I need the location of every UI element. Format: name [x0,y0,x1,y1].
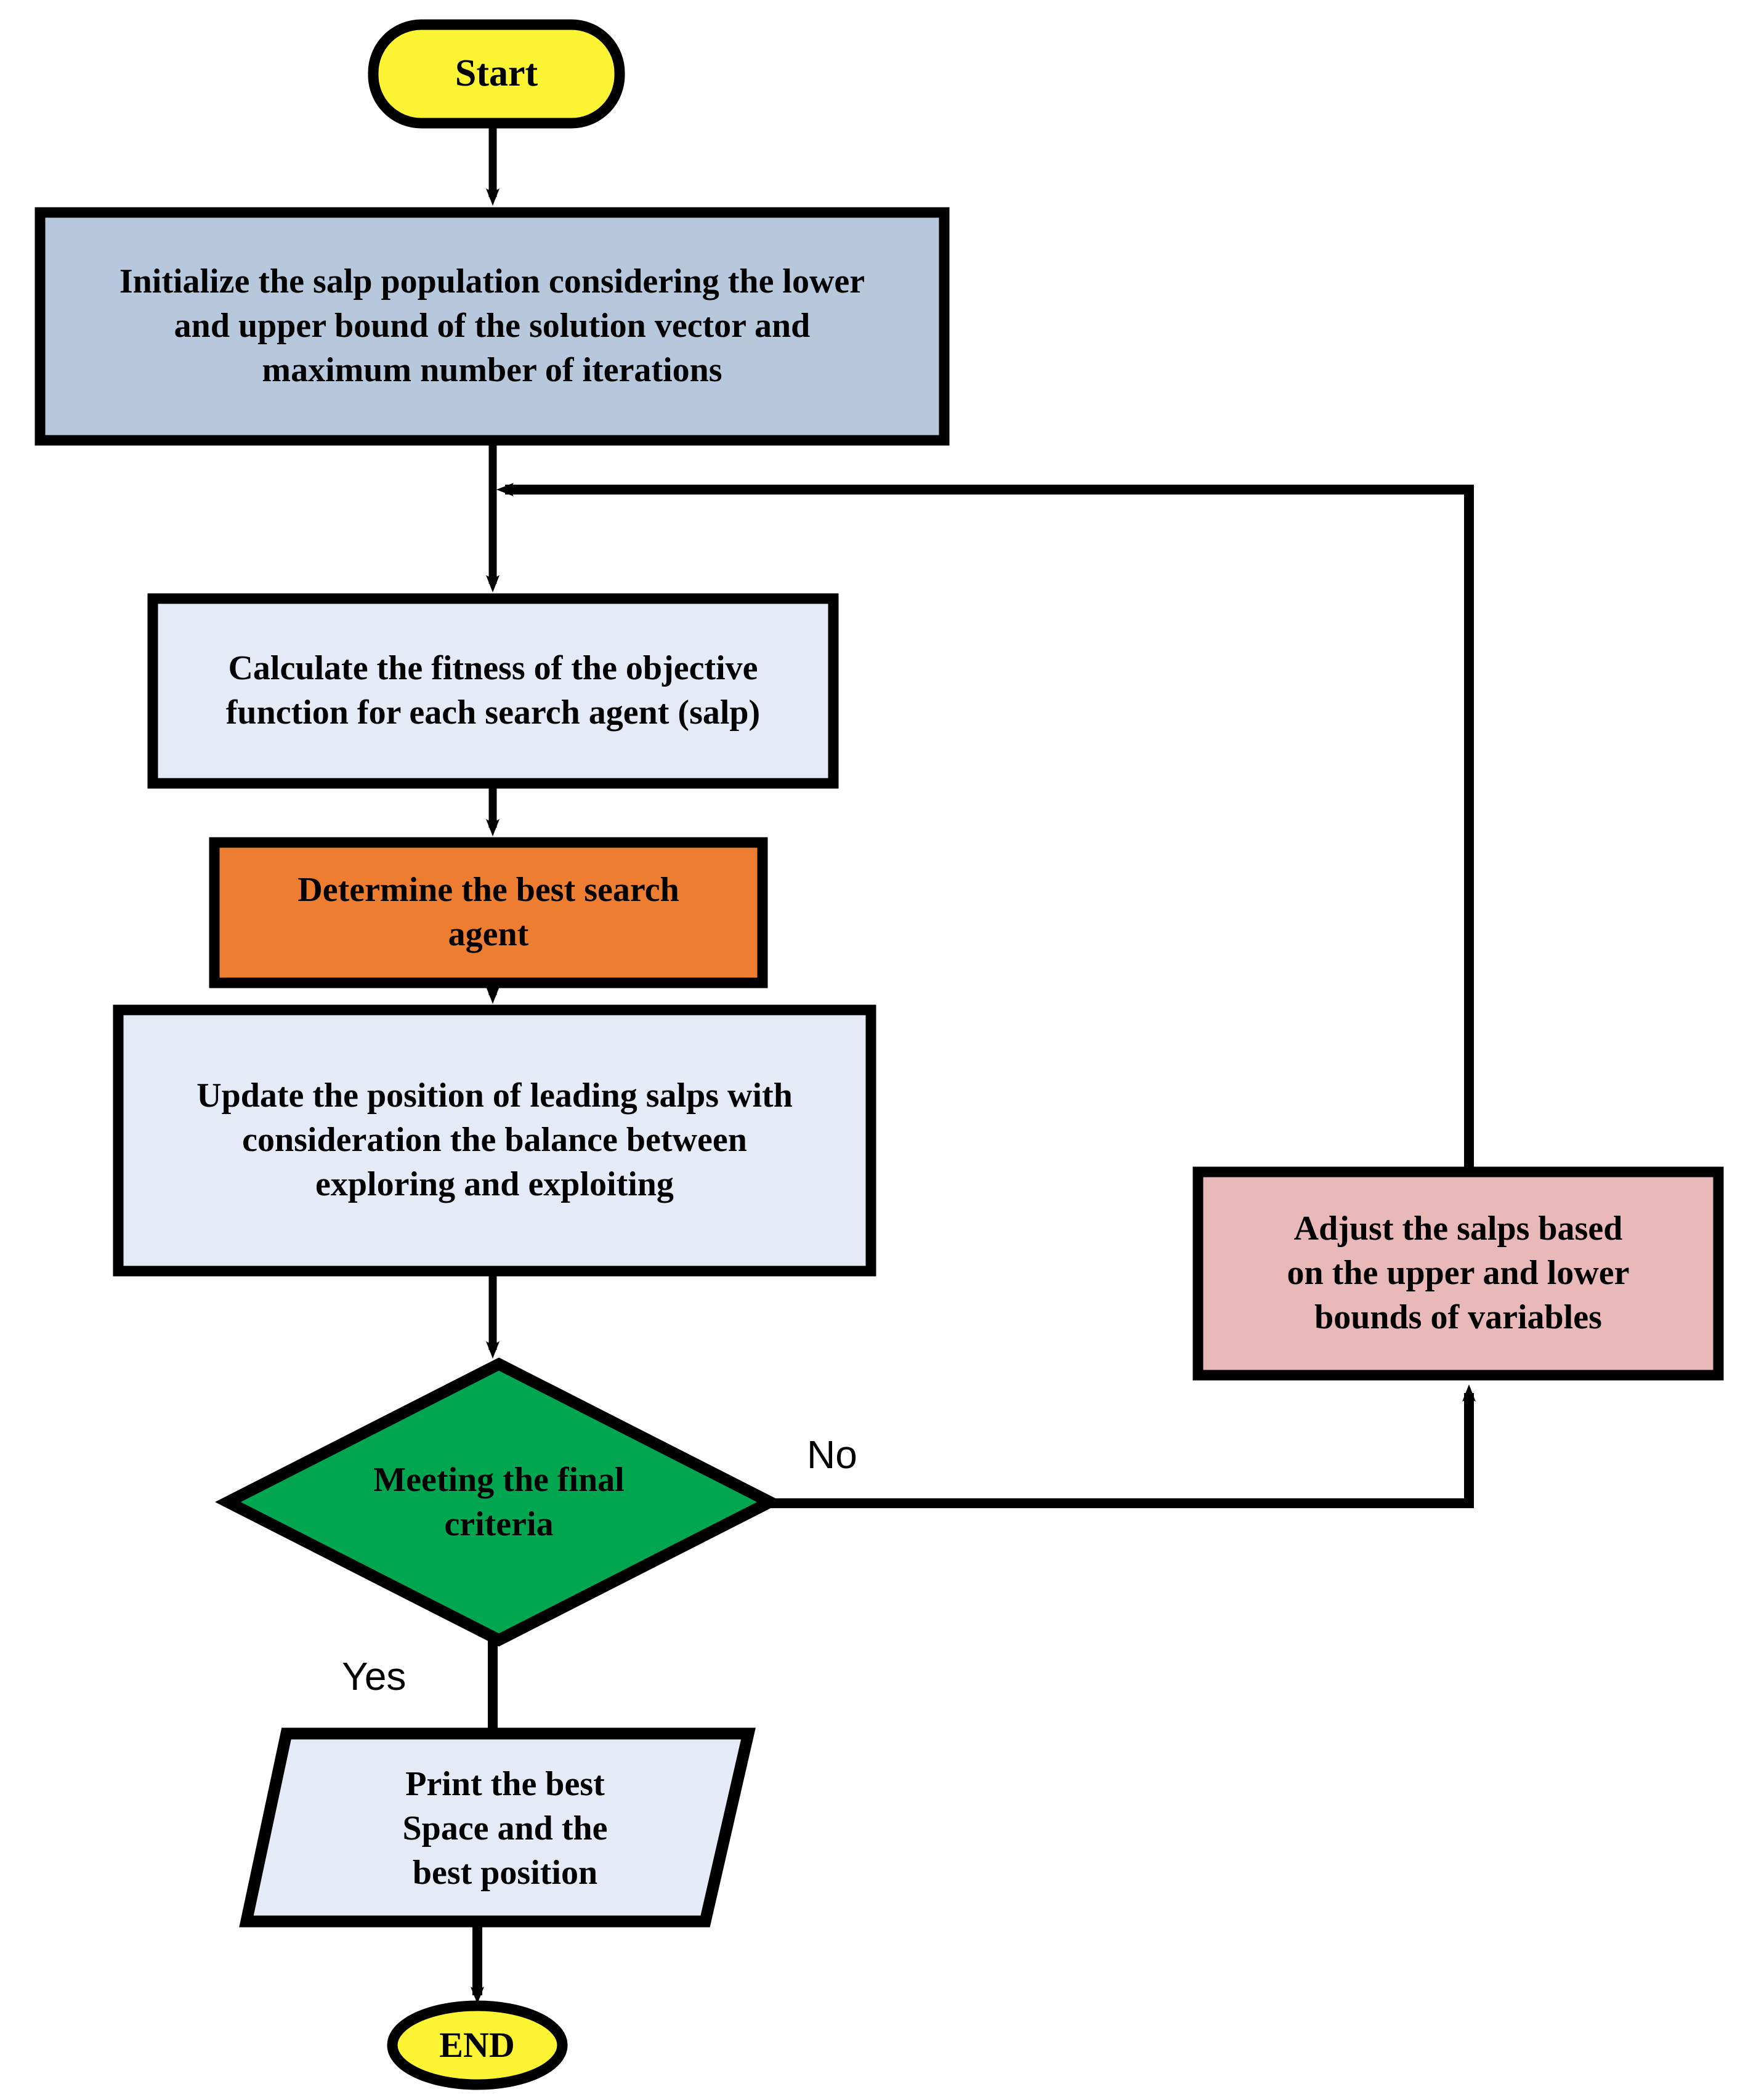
edge-layer [471,123,1476,2004]
edge-adjust-to-loopback [496,483,1474,1172]
node-adjust-salps[interactable] [1192,1166,1724,1381]
node-update-position[interactable] [113,1004,876,1277]
node-end[interactable] [387,2000,568,2090]
edge-label-no: No [807,1432,857,1477]
node-start[interactable] [368,19,625,129]
node-print-best[interactable] [239,1727,756,1928]
node-determine-best[interactable] [209,837,768,988]
node-meeting-criteria[interactable] [215,1357,783,1647]
node-initialize[interactable] [34,207,950,446]
edge-label-yes: Yes [342,1654,407,1698]
node-calculate-fitness[interactable] [147,593,839,789]
edge-decision-no-to-adjust [770,1384,1476,1508]
